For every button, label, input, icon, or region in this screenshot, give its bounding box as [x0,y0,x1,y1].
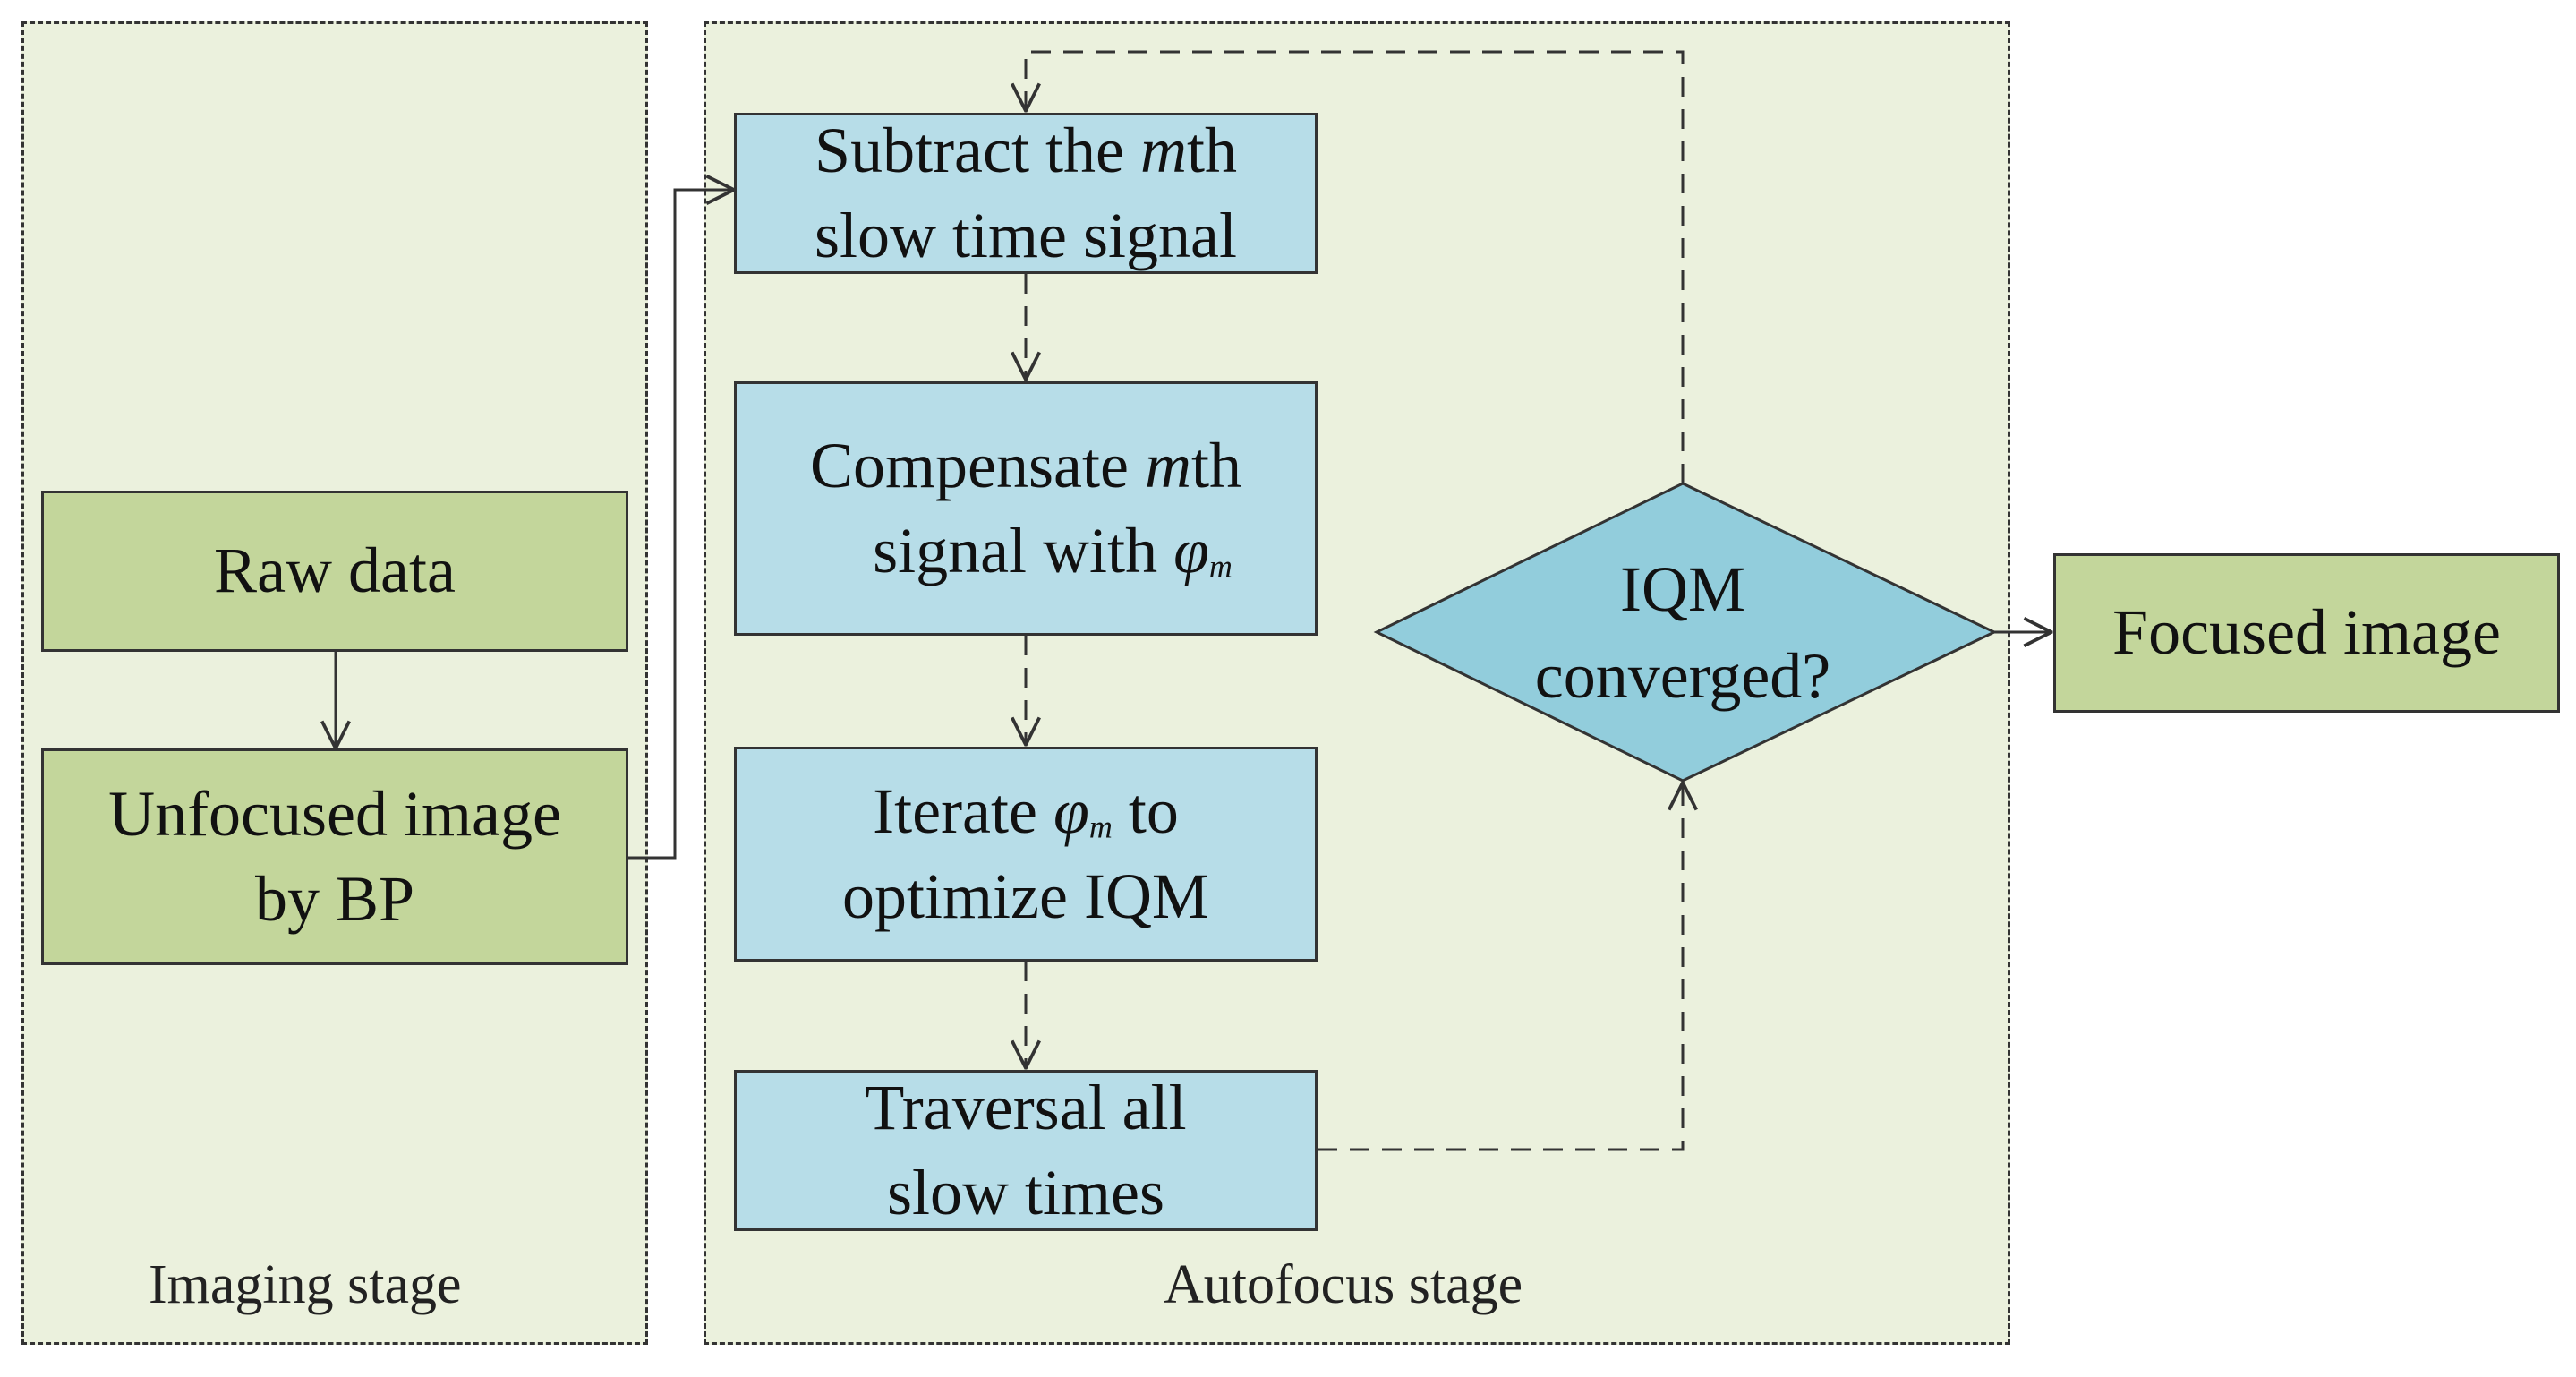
subtract-signal-box: Subtract the mth slow time signal [734,113,1318,274]
subtract-signal-label: Subtract the mth slow time signal [815,108,1237,278]
traversal-line1: Traversal all [865,1071,1187,1143]
iterate-phase-box: Iterate φm to optimize IQM [734,747,1318,962]
unfocused-image-label: Unfocused image by BP [108,772,561,942]
autofocus-stage-label: Autofocus stage [1164,1254,1523,1315]
iterate-phase-line1: Iterate φm to [873,774,1179,847]
compensate-signal-box: Compensate mth signal with φm [734,381,1318,636]
subtract-signal-line2: slow time signal [815,200,1237,271]
iterate-phase-line2: optimize IQM [842,860,1209,932]
imaging-stage-panel [21,21,648,1345]
decision-label: IQM converged? [1450,546,1915,720]
focused-image-box: Focused image [2053,553,2560,713]
imaging-stage-label: Imaging stage [149,1254,462,1315]
traversal-label: Traversal all slow times [865,1065,1186,1236]
raw-data-label: Raw data [214,535,456,607]
focused-image-label: Focused image [2112,596,2501,669]
compensate-signal-line1: Compensate mth [810,429,1241,501]
raw-data-box: Raw data [41,491,628,652]
unfocused-image-box: Unfocused image by BP [41,748,628,965]
iterate-phase-label: Iterate φm to optimize IQM [842,769,1209,939]
unfocused-image-line2: by BP [254,863,415,935]
decision-line1: IQM [1620,553,1745,625]
traversal-line2: slow times [886,1157,1164,1228]
unfocused-image-line1: Unfocused image [108,777,561,850]
traversal-box: Traversal all slow times [734,1070,1318,1231]
compensate-signal-label: Compensate mth signal with φm [810,423,1241,594]
decision-line2: converged? [1534,640,1831,713]
subtract-signal-line1: Subtract the mth [815,114,1237,186]
compensate-signal-line2: signal with φm [873,515,1233,586]
